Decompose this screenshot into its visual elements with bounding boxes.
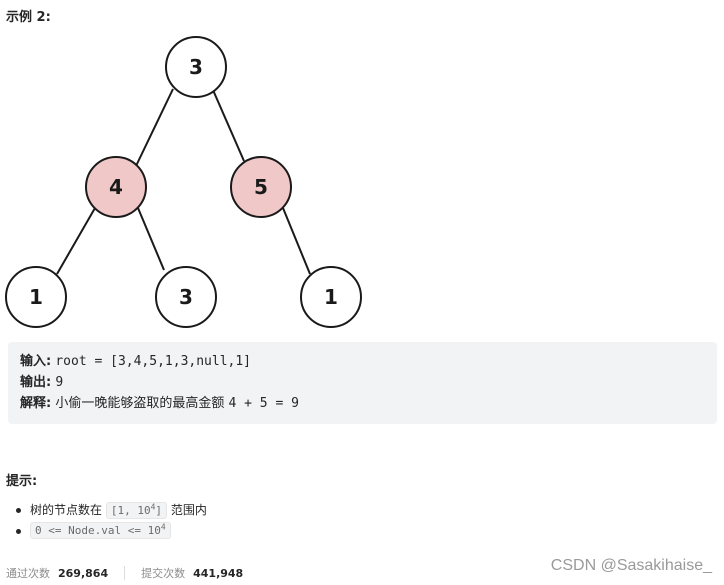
edge-left-right [137, 207, 165, 271]
tree-node-root-label: 3 [189, 55, 203, 79]
tree-node-l1-right: 5 [230, 156, 292, 218]
tree-node-root: 3 [165, 36, 227, 98]
hint-text: 树的节点数在 [30, 503, 103, 517]
passed-value: 269,864 [58, 566, 109, 580]
csdn-watermark: CSDN @Sasakihaise_ [550, 557, 712, 574]
edge-root-right [212, 89, 245, 162]
hint-val-base: 0 <= Node.val <= 10 [35, 523, 161, 537]
hint-range-base: [1, 10 [110, 504, 151, 517]
explanation-line: 解释: 小偷一晚能够盗取的最高金额 4 + 5 = 9 [20, 396, 299, 412]
hint-val-exponent: 4 [160, 522, 166, 531]
tree-node-l2-left-left: 1 [5, 266, 67, 328]
tree-node-l1-left: 4 [85, 156, 147, 218]
output-label: 输出: [20, 375, 52, 390]
stats-divider [124, 566, 126, 580]
tree-node-l2-left-left-label: 1 [29, 285, 43, 309]
submission-stats: 通过次数 269,864 提交次数 441,948 [6, 565, 243, 581]
explanation-label: 解释: [20, 396, 52, 411]
tree-node-l2-left-right: 3 [155, 266, 217, 328]
edge-left-left [56, 207, 96, 275]
edge-root-left [135, 88, 174, 167]
hint-range-code: [1, 104] [105, 502, 168, 519]
output-value: 9 [55, 375, 64, 390]
tree-node-l1-right-label: 5 [254, 175, 268, 199]
input-label: 输入: [20, 354, 52, 369]
passed-label: 通过次数 [6, 567, 50, 580]
hint-suffix: 范围内 [170, 503, 207, 517]
explanation-expression: 4 + 5 = 9 [228, 396, 299, 411]
hint-item-node-val: 0 <= Node.val <= 104 [16, 521, 171, 539]
input-line: 输入: root = [3,4,5,1,3,null,1] [20, 354, 251, 370]
hint-range-close: ] [155, 504, 163, 517]
input-value: root = [3,4,5,1,3,null,1] [55, 354, 252, 369]
submitted-value: 441,948 [193, 566, 244, 580]
hints-title: 提示: [6, 474, 38, 489]
hint-item-node-count: 树的节点数在 [1, 104] 范围内 [16, 501, 207, 519]
tree-node-l2-right-right-label: 1 [324, 285, 338, 309]
hint-range-exponent: 4 [150, 502, 156, 512]
submitted-label: 提交次数 [141, 567, 186, 580]
tree-node-l2-left-right-label: 3 [179, 285, 193, 309]
explanation-text: 小偷一晚能够盗取的最高金额 [55, 396, 225, 411]
tree-node-l1-left-label: 4 [109, 175, 123, 199]
edge-right-right [282, 207, 311, 275]
example-title: 示例 2: [6, 10, 51, 25]
hint-val-code: 0 <= Node.val <= 104 [30, 521, 171, 539]
output-line: 输出: 9 [20, 375, 63, 391]
tree-node-l2-right-right: 1 [300, 266, 362, 328]
binary-tree-diagram: 3 4 5 1 3 1 [5, 36, 362, 328]
example-io-block: 输入: root = [3,4,5,1,3,null,1] 输出: 9 解释: … [8, 342, 717, 424]
